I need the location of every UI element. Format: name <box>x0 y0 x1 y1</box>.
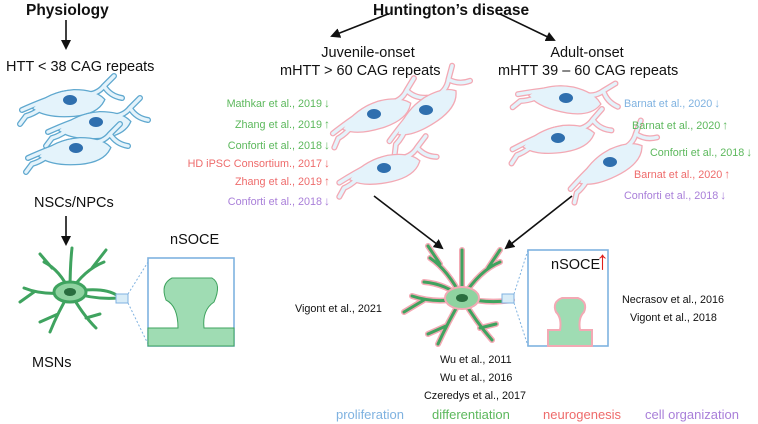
adult-citation: Conforti et al., 2018↓ <box>650 145 753 159</box>
down-arrow-icon: ↓ <box>324 194 330 208</box>
up-arrow-icon: ↑ <box>324 117 330 131</box>
adult-citation: Conforti et al., 2018↓ <box>624 188 727 202</box>
juvenile-citation: Mathkar et al., 2019↓ <box>226 96 330 110</box>
down-arrow-icon: ↓ <box>720 188 727 202</box>
physiology-spine-head <box>147 277 235 347</box>
juvenile-citation: Conforti et al., 2018↓ <box>227 194 330 208</box>
down-arrow-icon: ↓ <box>324 138 330 152</box>
nsoce-up-arrow-icon: ↑ <box>596 245 609 275</box>
legend-neurogenesis: neurogenesis <box>543 407 622 422</box>
nscs-npcs-label: NSCs/NPCs <box>34 195 114 211</box>
up-arrow-icon: ↑ <box>324 174 330 188</box>
legend-differentiation: differentiation <box>432 407 510 422</box>
adult-citation: Barnat et al., 2020↓ <box>624 96 721 110</box>
down-arrow-icon: ↓ <box>746 145 753 159</box>
juvenile-to-msn-arrow <box>373 195 444 250</box>
hd-bottom-citation: Wu et al., 2016 <box>440 372 513 384</box>
physiology-msn-neuron <box>18 246 120 334</box>
adult-citation: Barnat et al., 2020↑ <box>632 118 729 132</box>
legend-cell-organization: cell organization <box>645 407 739 422</box>
htt-repeats-label: HTT < 38 CAG repeats <box>6 59 155 75</box>
down-arrow-icon: ↓ <box>714 96 721 110</box>
down-arrow-icon: ↓ <box>324 156 330 170</box>
adult-arrow <box>499 13 556 42</box>
physiology-spine-marker <box>115 293 129 304</box>
huntingtons-heading: Huntington’s disease <box>373 2 530 19</box>
down-arrow-icon: ↓ <box>324 96 330 110</box>
hd-nsoce-label: nSOCE <box>551 257 601 273</box>
legend-proliferation: proliferation <box>336 407 404 422</box>
adult-repeats: mHTT 39 – 60 CAG repeats <box>498 63 679 79</box>
hd-left-citation: Vigont et al., 2021 <box>295 303 382 315</box>
physiology-npc-cells <box>20 76 148 172</box>
hd-spine-head <box>547 297 593 347</box>
hd-right-citation: Vigont et al., 2018 <box>630 312 717 324</box>
hd-msn-neuron <box>401 243 515 347</box>
juvenile-citation: Zhang et al., 2019↑ <box>234 117 330 131</box>
adult-npc-cells <box>508 61 667 203</box>
juvenile-citation: Conforti et al., 2018↓ <box>227 138 330 152</box>
juvenile-arrow <box>330 13 389 38</box>
juvenile-repeats: mHTT > 60 CAG repeats <box>280 63 441 79</box>
juvenile-title: Juvenile-onset <box>321 45 415 61</box>
msns-label: MSNs <box>32 355 72 371</box>
hd-bottom-citation: Czeredys et al., 2017 <box>424 390 527 402</box>
hd-right-citation: Necrasov et al., 2016 <box>622 294 725 306</box>
physiology-heading: Physiology <box>26 2 109 19</box>
up-arrow-icon: ↑ <box>724 167 731 181</box>
adult-to-msn-arrow <box>504 195 573 250</box>
hd-bottom-citation: Wu et al., 2011 <box>440 354 512 366</box>
physiology-nsoce-label: nSOCE <box>170 232 220 248</box>
juvenile-citation: Zhang et al., 2019↑ <box>234 174 330 188</box>
juvenile-npc-cells <box>323 62 483 197</box>
adult-title: Adult-onset <box>550 45 624 61</box>
up-arrow-icon: ↑ <box>722 118 729 132</box>
juvenile-citation: HD iPSC Consortium., 2017↓ <box>187 156 330 170</box>
hd-spine-marker <box>501 293 515 304</box>
adult-citation: Barnat et al., 2020↑ <box>634 167 731 181</box>
